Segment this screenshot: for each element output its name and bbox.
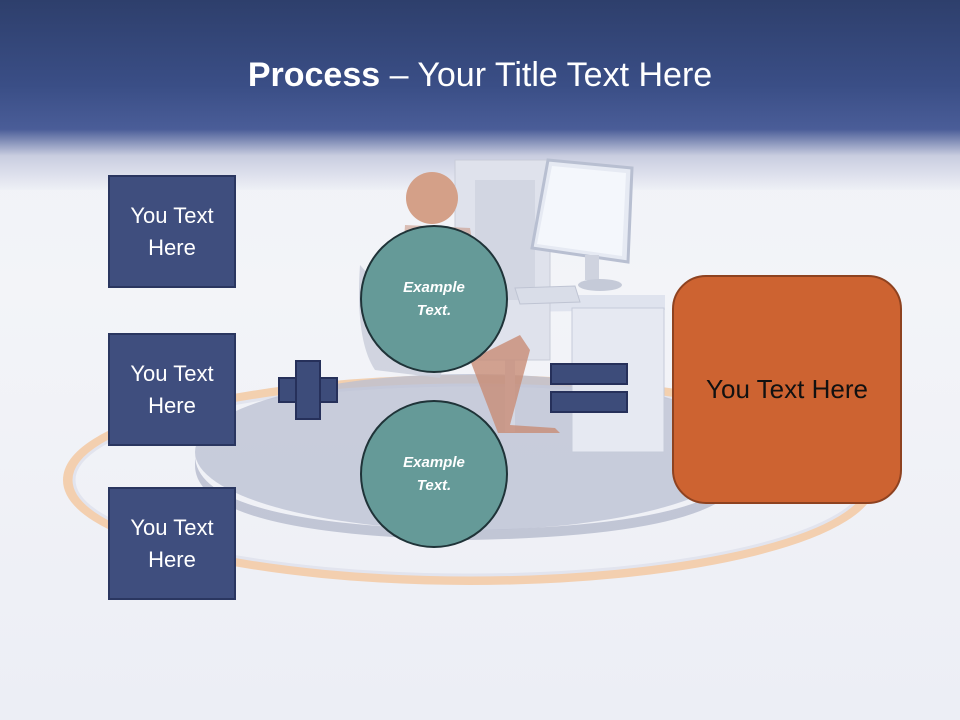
circle-2-line2: Text. — [416, 477, 452, 494]
circle-1-line2: Text. — [416, 302, 452, 319]
text-box-1-line2: Here — [148, 234, 196, 260]
title-dash: – — [380, 56, 418, 94]
page-title: Process – Your Title Text Here — [0, 52, 960, 98]
equals-icon-bottom-bar — [550, 391, 628, 413]
title-bold: Process — [247, 56, 381, 94]
plus-icon-vertical — [295, 360, 321, 420]
person-head — [406, 172, 458, 224]
result-box[interactable]: You Text Here — [672, 275, 902, 504]
text-box-2-line1: You Text — [130, 360, 214, 386]
text-box-1-line1: You Text — [130, 202, 214, 228]
result-label: You Text Here — [706, 374, 868, 404]
equals-icon-top-bar — [550, 363, 628, 385]
text-box-2-line2: Here — [148, 392, 196, 418]
header-band — [0, 0, 960, 190]
circle-2-line1: Example — [403, 454, 465, 471]
text-box-3-line1: You Text — [130, 514, 214, 540]
text-box-3-line2: Here — [148, 546, 196, 572]
title-rest: Your Title Text Here — [417, 56, 713, 94]
circle-1-line1: Example — [403, 279, 465, 296]
